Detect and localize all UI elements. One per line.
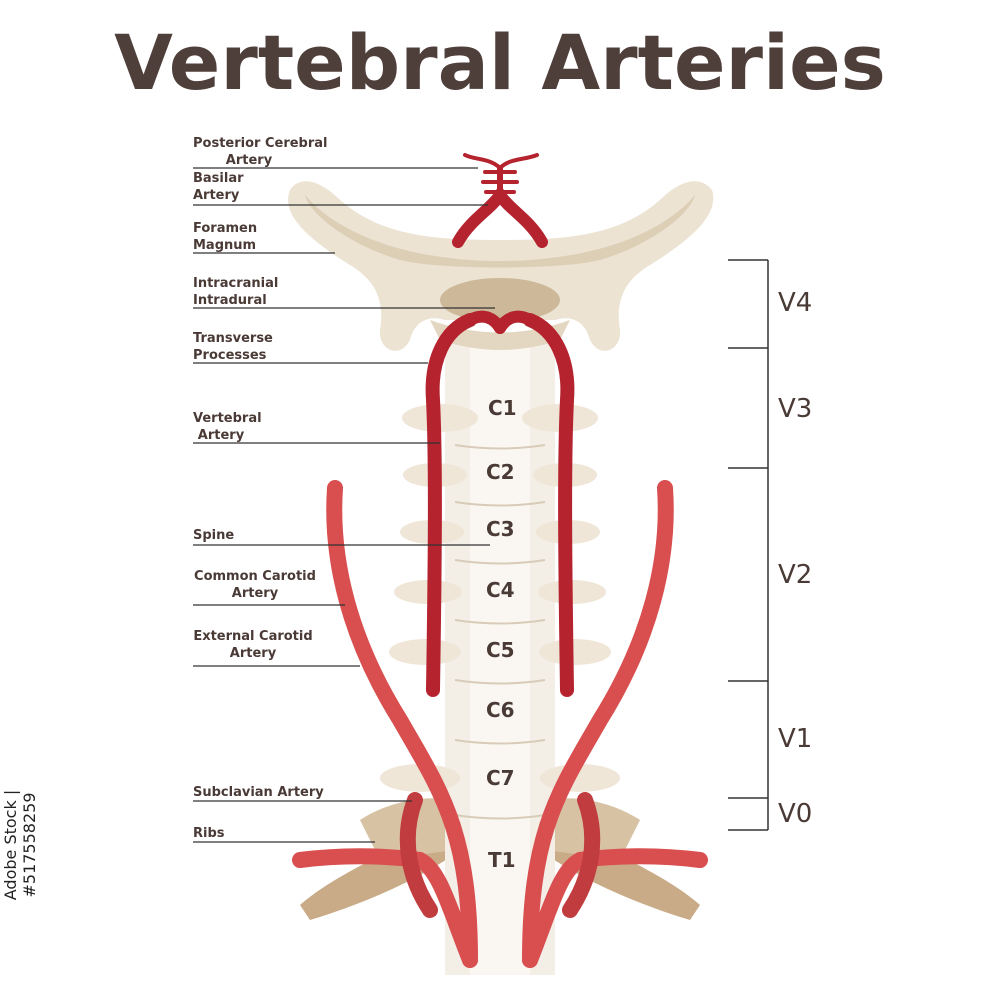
label-ribs: Ribs	[193, 826, 225, 841]
leader-lines	[193, 167, 495, 843]
label-posterior-cerebral-artery: Posterior Cerebral Artery	[193, 136, 328, 168]
label-transverse-processes: Transverse Processes	[193, 331, 273, 363]
label-subclavian-artery: Subclavian Artery	[193, 785, 324, 800]
carotid-arteries	[292, 480, 708, 968]
basilar-artery	[452, 153, 548, 248]
diagram-title: Vertebral Arteries	[114, 18, 886, 107]
segment-v1-label: V1	[778, 724, 813, 754]
label-vertebral-artery: Vertebral Artery	[193, 411, 262, 443]
vertebra-c3-label: C3	[486, 517, 515, 541]
segment-v2-label: V2	[778, 560, 813, 590]
vertebra-c4-label: C4	[486, 578, 515, 602]
label-basilar-artery: Basilar Artery	[193, 171, 244, 203]
vertebra-c2-label: C2	[486, 460, 515, 484]
vertebra-c5-label: C5	[486, 638, 515, 662]
vertebra-c1-label: C1	[488, 396, 517, 420]
vertebra-c7-label: C7	[486, 766, 515, 790]
segment-v4-label: V4	[778, 288, 813, 318]
vertebra-c6-label: C6	[486, 698, 515, 722]
label-common-carotid-artery: Common Carotid Artery	[194, 569, 316, 601]
segment-v3-label: V3	[778, 394, 813, 424]
label-intracranial-intradural: Intracranial Intradural	[193, 276, 279, 308]
label-foramen-magnum: Foramen Magnum	[193, 221, 258, 253]
vertebral-arteries	[425, 310, 575, 697]
disc-lines	[454, 444, 546, 820]
stock-watermark-id: Adobe Stock | #517558259	[1, 789, 39, 901]
segment-bracket	[728, 259, 769, 831]
segment-v0-label: V0	[778, 799, 813, 829]
label-spine: Spine	[193, 528, 235, 543]
label-external-carotid-artery: External Carotid Artery	[193, 629, 313, 661]
vertebra-t1-label: T1	[488, 848, 516, 872]
